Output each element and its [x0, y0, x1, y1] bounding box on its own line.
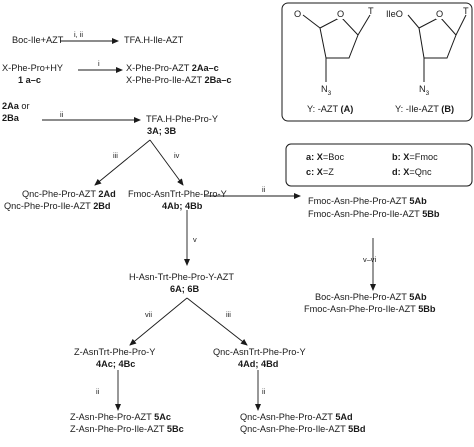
conditions-lower-right-2: ii — [262, 387, 266, 396]
mid-product-number: 4Ab; 4Bb — [162, 201, 203, 211]
conditions-right-2: v–vi — [363, 255, 377, 264]
structure-a-t: T — [368, 6, 374, 16]
structure-b-ring — [407, 10, 467, 82]
lower-left-product: Z-AsnTrt-Phe-Pro-Y — [74, 347, 156, 357]
conditions-center: v — [193, 235, 197, 244]
product-3-number: 3A; 3B — [147, 126, 177, 136]
mid-product: Fmoc-AsnTrt-Phe-Pro-Y — [128, 189, 227, 199]
lower-left-final-2: Z-Asn-Phe-Pro-Ile-AZT 5Bc — [70, 424, 184, 434]
reactants-1: Boc-Ile+AZT — [12, 35, 64, 45]
structure-b-n3: N3 — [419, 84, 430, 97]
lower-right-final-2: Qnc-Asn-Phe-Pro-Ile-AZT 5Bd — [240, 424, 366, 434]
structure-a-ring — [302, 10, 371, 82]
product-2b: X-Phe-Pro-Ile-AZT 2Ba–c — [126, 75, 232, 85]
legend-d: d: X=Qnc — [392, 167, 432, 177]
conditions-2: i — [98, 59, 100, 68]
legend-box — [285, 143, 473, 187]
structure-a-n3: N3 — [321, 84, 332, 97]
arrow-10 — [186, 297, 248, 346]
arrow-4 — [94, 139, 151, 186]
structure-a-caption: Y: -AZT (A) — [307, 104, 354, 114]
reactants-2: X-Phe-Pro+HY — [2, 63, 64, 73]
lower-left-final-1: Z-Asn-Phe-Pro-AZT 5Ac — [70, 412, 171, 422]
structure-b-caption: Y: -Ile-AZT (B) — [395, 104, 455, 114]
start-material-2: 2Ba — [2, 113, 19, 123]
start-material: 2Aa or — [2, 101, 30, 111]
left-product-2: Qnc-Phe-Pro-Ile-AZT 2Bd — [4, 201, 111, 211]
legend-a: a: X=Boc — [306, 152, 345, 162]
product-1: TFA.H-Ile-AZT — [124, 35, 184, 45]
structure-a-ring-o: O — [337, 9, 345, 19]
conditions-right: ii — [262, 185, 266, 194]
structure-a-o: O — [294, 9, 302, 19]
conditions-mid: iv — [174, 151, 180, 160]
lower-right-product: Qnc-AsnTrt-Phe-Pro-Y — [213, 347, 306, 357]
product-2a: X-Phe-Pro-AZT 2Aa–c — [126, 63, 219, 73]
conditions-lower-left-2: ii — [96, 387, 100, 396]
right-product-4: Fmoc-Asn-Phe-Pro-Ile-AZT 5Bb — [304, 304, 436, 314]
center-product-number: 6A; 6B — [170, 284, 200, 294]
conditions-lower-right: iii — [226, 310, 231, 319]
arrow-5 — [149, 139, 184, 186]
lower-left-product-number: 4Ac; 4Bc — [96, 359, 136, 369]
lower-right-final-1: Qnc-Asn-Phe-Pro-AZT 5Ad — [240, 412, 353, 422]
reactants-2-number: 1 a–c — [18, 75, 41, 85]
structure-b-ring-o: O — [436, 9, 444, 19]
product-3: TFA.H-Phe-Pro-Y — [146, 114, 218, 124]
structure-b-t: T — [463, 6, 469, 16]
left-product-1: Qnc-Phe-Pro-AZT 2Ad — [22, 189, 116, 199]
right-product-2: Fmoc-Asn-Phe-Pro-Ile-AZT 5Bb — [308, 209, 440, 219]
right-product-3: Boc-Asn-Phe-Pro-AZT 5Ab — [315, 292, 427, 302]
conditions-lower-left: vii — [145, 310, 152, 319]
conditions-left: iii — [113, 151, 118, 160]
lower-right-product-number: 4Ad; 4Bd — [238, 359, 279, 369]
center-product: H-Asn-Trt-Phe-Pro-Y-AZT — [129, 272, 234, 282]
conditions-1: i, ii — [74, 30, 84, 39]
legend-b: b: X=Fmoc — [392, 152, 438, 162]
arrow-9 — [129, 297, 188, 346]
legend-c: c: X=Z — [306, 167, 334, 177]
right-product-1: Fmoc-Asn-Phe-Pro-AZT 5Ab — [308, 196, 427, 206]
structure-box — [281, 2, 473, 122]
conditions-3: ii — [60, 110, 64, 119]
structure-b-ileo: IleO — [386, 9, 403, 19]
